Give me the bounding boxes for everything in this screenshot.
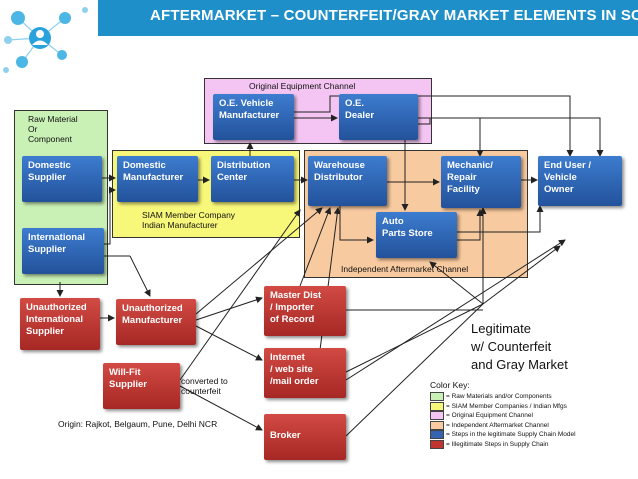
color-swatch xyxy=(430,430,444,440)
siam-label: SIAM Member Company Indian Manufacturer xyxy=(142,210,236,230)
color-key: Color Key: = Raw Materials and/or Compon… xyxy=(430,380,576,449)
raw-material-label: Raw Material Or Component xyxy=(28,114,78,144)
broker-box: Broker xyxy=(264,414,346,460)
color-swatch xyxy=(430,411,444,421)
international-supplier-box: International Supplier xyxy=(22,228,104,274)
header: AFTERMARKET – COUNTERFEIT/GRAY MARKET EL… xyxy=(0,0,638,42)
color-key-label: = Original Equipment Channel xyxy=(446,412,533,420)
color-swatch xyxy=(430,439,444,449)
header-bar xyxy=(98,0,638,36)
oe-channel-label: Original Equipment Channel xyxy=(249,81,356,91)
color-key-item: = SIAM Member Companies / Indian Mfgs xyxy=(430,401,576,412)
end-user-box: End User / Vehicle Owner xyxy=(538,156,622,206)
distribution-center-box: Distribution Center xyxy=(211,156,294,202)
color-swatch xyxy=(430,401,444,411)
color-key-label: = Illegitimate Steps in Supply Chain xyxy=(446,440,549,448)
warehouse-distributor-box: Warehouse Distributor xyxy=(308,156,387,206)
color-swatch xyxy=(430,420,444,430)
color-swatch xyxy=(430,392,444,402)
color-key-label: = Independent Aftermarket Channel xyxy=(446,421,549,429)
color-key-item: = Independent Aftermarket Channel xyxy=(430,420,576,431)
oe-dealer-box: O.E. Dealer xyxy=(339,94,418,140)
converted-note: converted to counterfeit xyxy=(181,376,228,396)
oe-vehicle-manufacturer-box: O.E. Vehicle Manufacturer xyxy=(213,94,294,140)
aftermarket-label: Independent Aftermarket Channel xyxy=(341,264,469,274)
page-title: AFTERMARKET – COUNTERFEIT/GRAY MARKET EL… xyxy=(150,7,638,24)
color-key-label: = Steps in the legitimate Supply Chain M… xyxy=(446,431,576,439)
domestic-manufacturer-box: Domestic Manufacturer xyxy=(117,156,198,202)
color-key-label: = Raw Materials and/or Components xyxy=(446,393,552,401)
origin-note: Origin: Rajkot, Belgaum, Pune, Delhi NCR xyxy=(58,419,218,429)
internet-box: Internet / web site /mail order xyxy=(264,348,346,398)
domestic-supplier-box: Domestic Supplier xyxy=(22,156,102,202)
color-key-item: = Raw Materials and/or Components xyxy=(430,392,576,402)
color-key-item: = Steps in the legitimate Supply Chain M… xyxy=(430,430,576,440)
color-key-item: = Original Equipment Channel xyxy=(430,411,576,421)
color-key-title: Color Key: xyxy=(430,380,470,390)
color-key-label: = SIAM Member Companies / Indian Mfgs xyxy=(446,402,567,410)
legitimate-note: Legitimate w/ Counterfeit and Gray Marke… xyxy=(471,321,568,372)
mechanic-repair-box: Mechanic/ Repair Facility xyxy=(441,156,521,208)
auto-parts-store-box: Auto Parts Store xyxy=(376,212,457,258)
network-logo-icon xyxy=(3,7,88,73)
unauthorized-manufacturer-box: Unauthorized Manufacturer xyxy=(116,299,196,345)
will-fit-supplier-box: Will-Fit Supplier xyxy=(103,363,180,409)
color-key-item: = Illegitimate Steps in Supply Chain xyxy=(430,439,576,450)
unauthorized-international-supplier-box: Unauthorized International Supplier xyxy=(20,298,100,350)
master-dist-box: Master Dist / Importer of Record xyxy=(264,286,346,336)
